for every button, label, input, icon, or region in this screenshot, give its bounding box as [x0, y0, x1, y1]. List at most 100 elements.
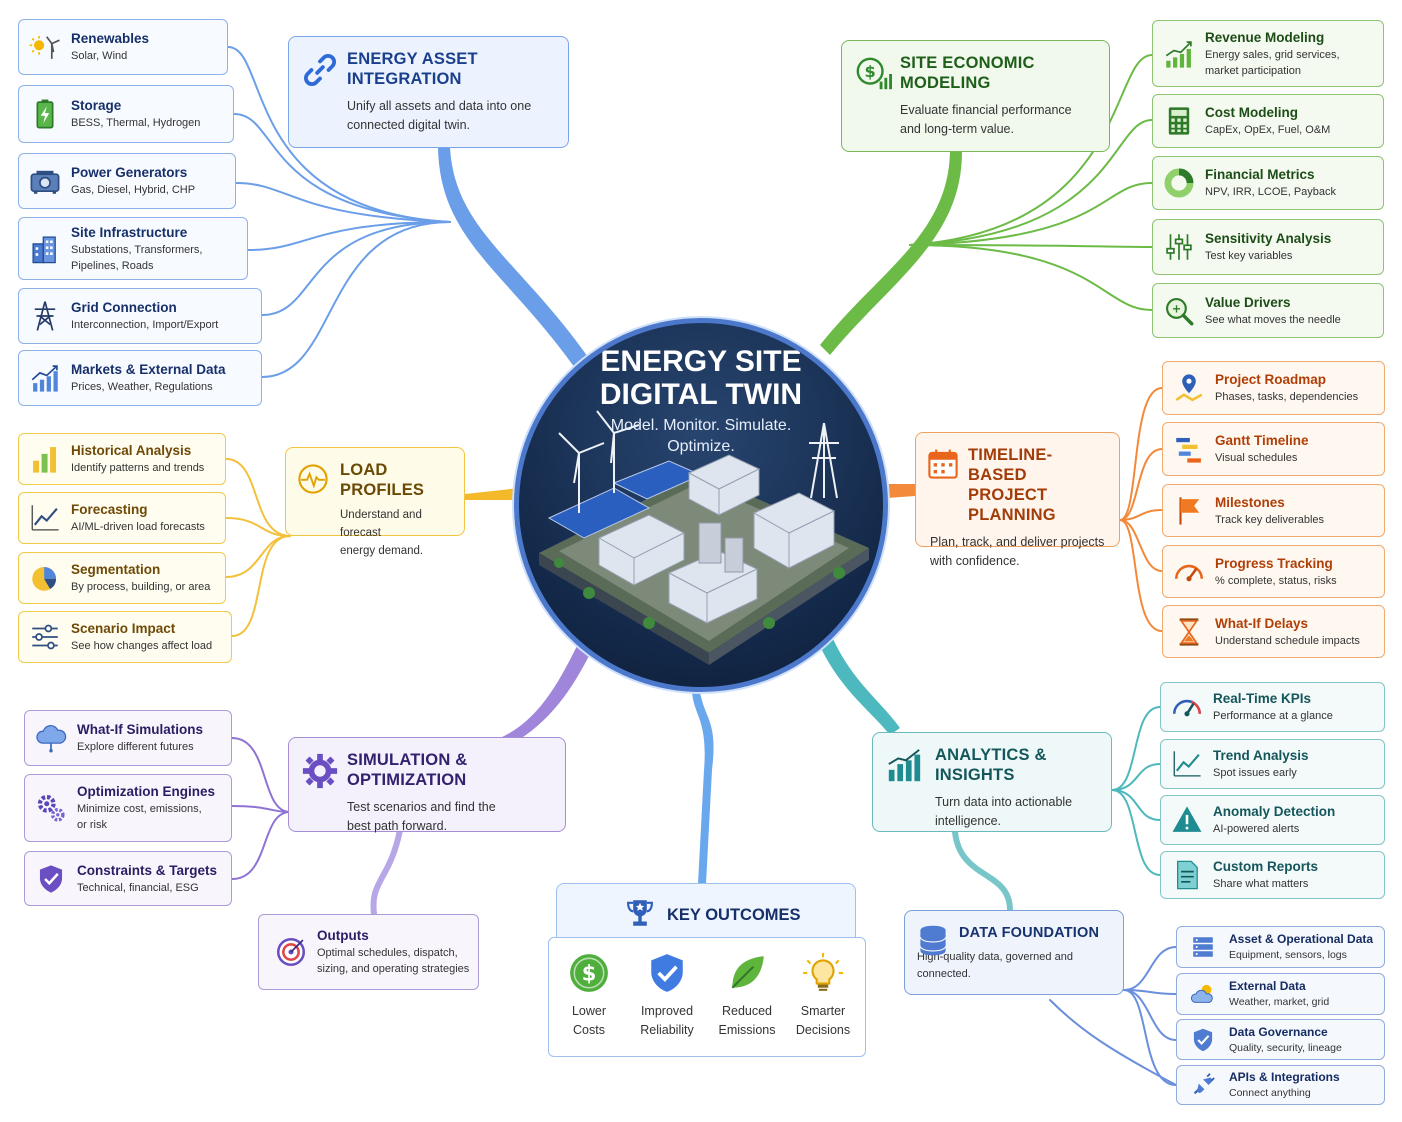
- battery-icon: [36, 99, 54, 129]
- magnifier-icon: +: [1166, 297, 1194, 325]
- sliders-icon: [1166, 234, 1192, 260]
- energy-site-illustration: [539, 410, 869, 665]
- gauge-icon: [1174, 564, 1204, 581]
- growth-chart-icon: [1165, 40, 1192, 68]
- branch-data-foundation[interactable]: DATA FOUNDATION High-quality data, gover…: [904, 910, 1124, 995]
- leaf-icon: [731, 956, 764, 989]
- plug-icon: [1193, 1073, 1215, 1095]
- gears-icon: [37, 794, 65, 822]
- branch-energy-asset-integration[interactable]: ENERGY ASSET INTEGRATION Unify all asset…: [288, 36, 569, 148]
- generator-icon: [30, 170, 60, 194]
- map-pin-icon: [1175, 374, 1203, 402]
- key-outcomes-title: KEY OUTCOMES: [667, 906, 801, 924]
- calculator-icon: [1168, 107, 1190, 135]
- document-icon: [1177, 860, 1198, 890]
- key-outcomes-header: KEY OUTCOMES: [556, 883, 856, 939]
- hourglass-icon: [1179, 617, 1199, 646]
- svg-text:$: $: [582, 961, 597, 985]
- server-icon: [1193, 937, 1213, 957]
- pie-chart-icon: [32, 566, 57, 591]
- hub-tagline-line1: Model. Monitor. Simulate.: [610, 417, 792, 434]
- branch-title: DATA FOUNDATION: [959, 925, 1100, 941]
- gantt-icon: [1176, 437, 1201, 463]
- svg-text:$: $: [865, 62, 876, 81]
- tower-icon: [34, 301, 56, 331]
- hub-tagline-line2: Optimize.: [667, 438, 735, 455]
- sliders-icon: [32, 624, 58, 650]
- database-icon: [919, 925, 947, 956]
- card-progress-tracking[interactable]: Progress Tracking% complete, status, ris…: [1162, 545, 1385, 598]
- lightbulb-icon: [803, 953, 843, 991]
- weather-icon: [1190, 984, 1213, 1003]
- dollar-chart-icon: $: [856, 57, 892, 90]
- solar-wind-icon: [29, 35, 60, 59]
- shield-icon: [1193, 1028, 1213, 1051]
- branch-analytics-insights[interactable]: ANALYTICS & INSIGHTS Turn data into acti…: [872, 732, 1112, 832]
- bar-chart-icon: [888, 749, 921, 782]
- shield-check-icon: [651, 954, 683, 992]
- branch-simulation-optimization[interactable]: SIMULATION & OPTIMIZATION Test scenarios…: [288, 737, 566, 833]
- trend-chart-icon: [31, 365, 58, 392]
- pulse-icon: [298, 464, 328, 494]
- branch-title: SITE ECONOMIC MODELING: [900, 54, 1035, 92]
- trophy-icon: [627, 900, 653, 926]
- branch-site-economic-modeling[interactable]: $ SITE ECONOMIC MODELING Evaluate financ…: [841, 40, 1110, 152]
- flag-icon: [1179, 496, 1200, 525]
- cloud-icon: [36, 724, 67, 753]
- line-chart-icon: [1173, 751, 1201, 777]
- hub-title-line2: DIGITAL TWIN: [599, 378, 803, 411]
- donut-chart-icon: [1164, 168, 1194, 198]
- central-hub: ENERGY SITE DIGITAL TWIN Model. Monitor.…: [514, 318, 888, 692]
- dollar-coin-icon: $: [570, 954, 608, 992]
- target-icon: [276, 937, 306, 967]
- gear-icon: [302, 753, 338, 789]
- hub-title-line1: ENERGY SITE: [600, 345, 802, 378]
- svg-text:+: +: [1172, 302, 1181, 315]
- gauge-icon: [1172, 699, 1202, 717]
